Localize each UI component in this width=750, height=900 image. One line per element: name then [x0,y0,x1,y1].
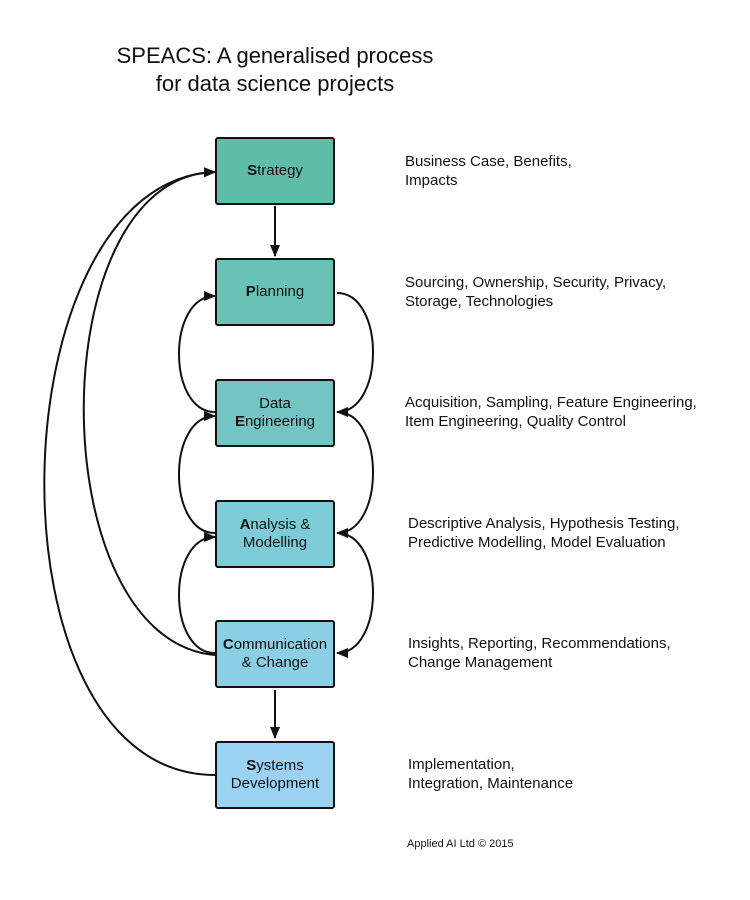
arrow-data-engineering-to-planning [178,291,216,413]
stage-label-line-2: Modelling [242,534,308,551]
arrow-communication-to-analysis [178,532,216,654]
stage-initial: E [234,413,245,430]
diagram-title: SPEACS: A generalised process for data s… [90,42,460,98]
stage-initial: S [247,162,258,179]
arrow-analysis-to-communication [336,532,374,658]
description-analysis-modelling: Descriptive Analysis, Hypothesis Testing… [408,515,680,551]
description-data-engineering: Acquisition, Sampling, Feature Engineeri… [405,394,697,430]
stage-label: ystems [256,757,304,774]
arrow-systems-to-strategy [43,167,216,776]
title-line-2: for data science projects [155,71,395,96]
stage-label-line-2: & Change [241,654,309,671]
stage-label: trategy [257,162,303,179]
description-systems-development: Implementation, Integration, Maintenance [408,756,574,792]
arrow-communication-to-strategy [82,167,216,656]
stage-initial: C [222,636,234,653]
stage-initial: P [245,283,256,300]
stage-label-line-1: Data [259,395,291,412]
stage-label: ngineering [244,413,316,430]
arrow-planning-to-data-engineering [336,292,374,417]
stage-communication-change: Communication & Change [215,620,335,688]
stage-data-engineering: Data Engineering [215,379,335,447]
stage-label: ommunication [233,636,328,653]
stage-initial: A [239,516,251,533]
stage-strategy: Strategy [215,137,335,205]
stage-analysis-modelling: Analysis & Modelling [215,500,335,568]
description-planning: Sourcing, Ownership, Security, Privacy, … [405,274,667,310]
description-strategy: Business Case, Benefits, Impacts [405,153,572,189]
stage-systems-development: Systems Development [215,741,335,809]
stage-planning: Planning [215,258,335,326]
stage-label: lanning [255,283,305,300]
stage-label: nalysis & [250,516,311,533]
title-line-1: SPEACS: A generalised process [116,43,434,68]
stage-label-line-2: Development [230,775,320,792]
copyright-footer: Applied AI Ltd © 2015 [407,838,514,850]
arrow-data-engineering-to-analysis [336,411,374,538]
description-communication-change: Insights, Reporting, Recommendations, Ch… [408,635,671,671]
arrow-analysis-to-data-engineering [178,411,216,534]
stage-initial: S [246,757,257,774]
